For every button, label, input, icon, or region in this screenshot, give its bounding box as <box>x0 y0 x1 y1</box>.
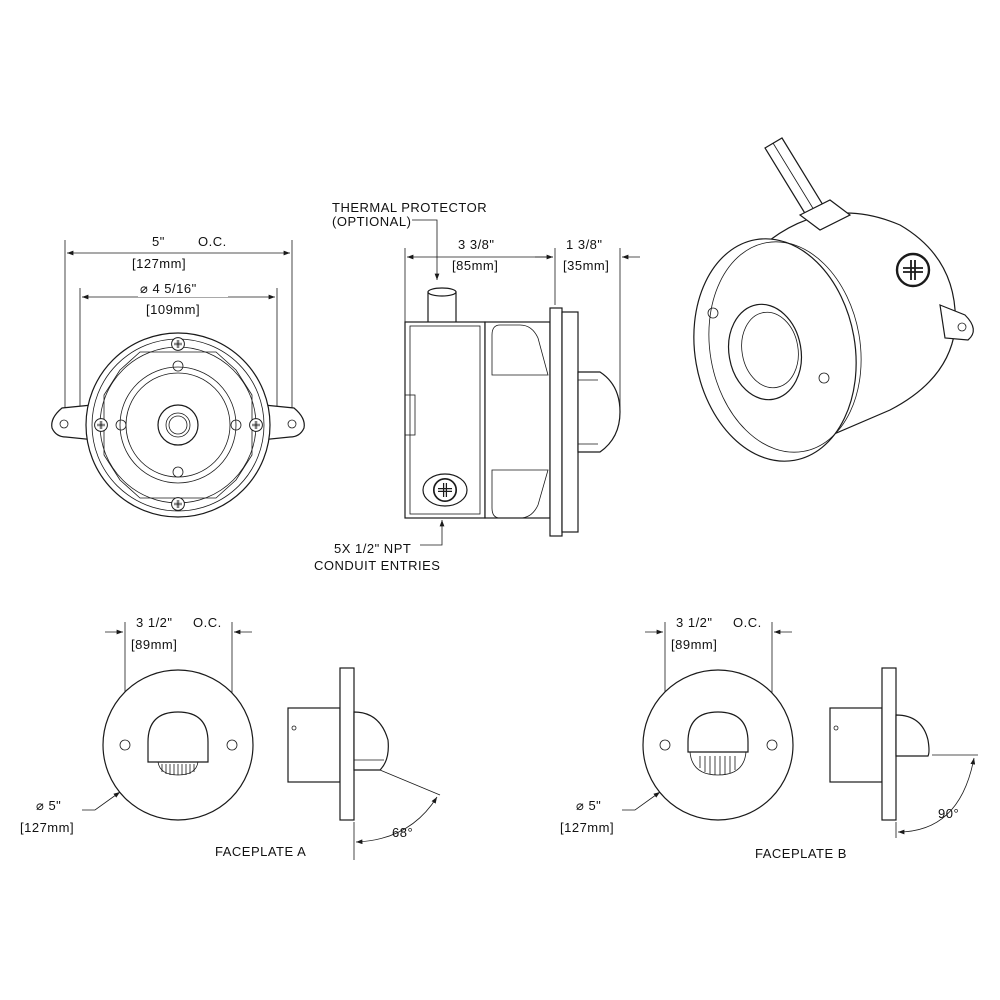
flange <box>549 307 563 537</box>
fb-dia-value: ⌀ 5" <box>576 798 601 813</box>
conduit-label-line1: 5X 1/2" NPT <box>334 541 411 556</box>
fa-angle: 68° <box>392 825 413 840</box>
fb-oc-mm: [89mm] <box>671 637 717 652</box>
screw-cross-icon <box>432 477 458 503</box>
center-knockout <box>157 404 199 446</box>
top-view: 5" O.C. [127mm] ⌀ 4 5/16" [109mm] <box>51 230 305 518</box>
mounting-hole-icon <box>766 739 778 751</box>
side-view: THERMAL PROTECTOR (OPTIONAL) 3 3/8" [85m… <box>314 200 640 573</box>
oc-value: 5" <box>152 234 165 249</box>
fa-dia-mm: [127mm] <box>20 820 74 835</box>
oc-dimension: 5" O.C. [127mm] <box>64 230 293 425</box>
fb-oc-value: 3 1/2" <box>676 615 713 630</box>
conduit-label-line2: CONDUIT ENTRIES <box>314 558 440 573</box>
lens-dome-icon <box>727 303 803 401</box>
lens-dome-icon <box>353 711 389 771</box>
oc-mm: [127mm] <box>132 256 186 271</box>
fb-dia-mm: [127mm] <box>560 820 614 835</box>
mounting-hole-icon <box>115 419 127 431</box>
faceplate-a-flange <box>339 667 355 821</box>
fa-oc-value: 3 1/2" <box>136 615 173 630</box>
thermal-label-line2: (OPTIONAL) <box>332 214 411 229</box>
lens-value: 1 3/8" <box>566 237 603 252</box>
mounting-hole-icon <box>230 419 242 431</box>
mounting-hole-icon <box>59 419 69 429</box>
screw-cross-icon <box>94 418 108 432</box>
fa-caption: FACEPLATE A <box>215 844 306 859</box>
left-mounting-ear <box>51 404 96 441</box>
diameter-dimension: ⌀ 4 5/16" [109mm] <box>79 281 278 410</box>
mounting-hole-icon <box>659 739 671 751</box>
fa-oc-mm: [89mm] <box>131 637 177 652</box>
mounting-hole-icon <box>957 322 967 332</box>
fa-dia-value: ⌀ 5" <box>36 798 61 813</box>
faceplate-a-opening <box>147 711 209 763</box>
faceplate-a: 3 1/2" O.C. [89mm] ⌀ 5" [127mm] 68° FACE… <box>20 615 441 860</box>
fb-caption: FACEPLATE B <box>755 846 847 861</box>
lens-dome-icon <box>895 714 930 757</box>
cable <box>764 137 824 216</box>
screw-cross-icon <box>171 497 185 511</box>
mounting-hole-icon <box>119 739 131 751</box>
depth-value: 3 3/8" <box>458 237 495 252</box>
dia-mm: [109mm] <box>146 302 200 317</box>
lens-mm: [35mm] <box>563 258 609 273</box>
dia-value: ⌀ 4 5/16" <box>140 281 197 296</box>
mounting-hole-icon <box>226 739 238 751</box>
mounting-hole-icon <box>707 307 719 319</box>
inner-ring <box>119 366 237 484</box>
right-mounting-ear <box>260 404 305 441</box>
faceplate-b-opening <box>687 711 749 753</box>
fb-oc-label: O.C. <box>733 615 762 630</box>
isometric-view <box>693 137 974 462</box>
faceplate-b-flange <box>881 667 897 821</box>
depth-mm: [85mm] <box>452 258 498 273</box>
fa-oc-label: O.C. <box>193 615 222 630</box>
mounting-hole-icon <box>287 419 297 429</box>
mounting-hole-icon <box>172 466 184 478</box>
lens-dome-icon <box>577 371 621 453</box>
oc-label: O.C. <box>198 234 227 249</box>
fb-angle: 90° <box>938 806 959 821</box>
faceplate-b: 3 1/2" O.C. [89mm] ⌀ 5" [127mm] 90° FACE… <box>560 615 978 861</box>
mounting-hole-icon <box>172 360 184 372</box>
mounting-hole-icon <box>818 372 830 384</box>
thermal-label-line1: THERMAL PROTECTOR <box>332 200 487 215</box>
screw-cross-icon <box>171 337 185 351</box>
screw-cross-icon <box>249 418 263 432</box>
screw-cross-icon <box>895 252 931 288</box>
